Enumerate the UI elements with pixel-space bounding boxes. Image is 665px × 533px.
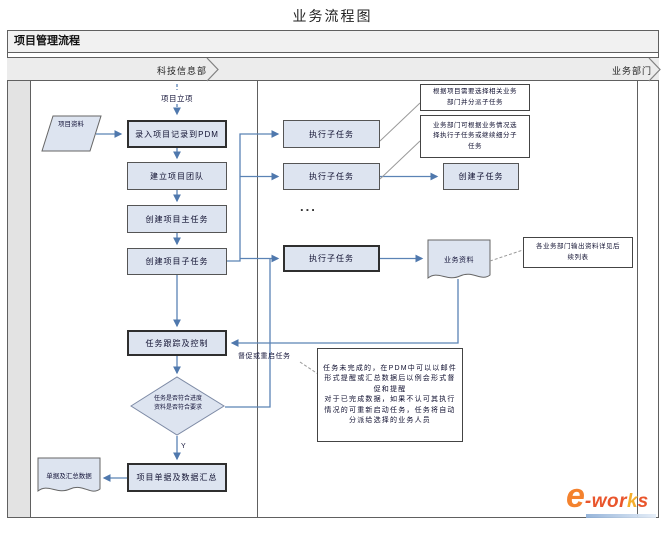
start-label: 项目立项 (161, 94, 193, 103)
lane-divider-right (637, 81, 638, 517)
node-summary[interactable]: 项目单据及数据汇总 (127, 463, 227, 492)
logo-underline-bar (586, 514, 656, 518)
business-doc-label: 业务资料 (444, 257, 474, 264)
node-create-main-task[interactable]: 创建项目主任务 (127, 205, 227, 233)
lane-label-tech-info-dept: 科技信息部 (156, 66, 207, 76)
logo-mid: -wor (584, 491, 628, 512)
logo-s: s (637, 491, 649, 512)
ellipsis-label: ... (300, 199, 317, 214)
left-lane-strip (8, 81, 31, 517)
feedback-label: 督促或重启任务 (238, 353, 291, 360)
lane-divider-left (257, 81, 258, 517)
page-title: 业务流程图 (292, 8, 373, 24)
node-create-subtask[interactable]: 创建子任务 (443, 163, 519, 190)
node-create-sub-task[interactable]: 创建项目子任务 (127, 248, 227, 275)
annotation-note3[interactable]: 各业务部门输出资料详见后续列表 (523, 237, 633, 268)
node-exec-subtask-3[interactable]: 执行子任务 (283, 245, 380, 272)
decision-line1: 任务是否符合进度 (153, 396, 202, 402)
annotation-note4[interactable]: 任务未完成的，在PDM中可以以邮件形式提醒或汇总数据后以例会形式督促和提醒 对于… (317, 348, 463, 442)
input-doc-label: 项目资料 (58, 121, 84, 128)
decision-line2: 资料是否符合要求 (153, 404, 202, 411)
output-doc-label: 单据及汇总数据 (46, 473, 92, 480)
lane-label-business-dept: 业务部门 (611, 66, 652, 76)
output-doc-shape[interactable] (37, 457, 101, 493)
process-title-band: 项目管理流程 (7, 30, 659, 53)
swimlane-header: 科技信息部 业务部门 (7, 57, 659, 81)
node-exec-subtask-2[interactable]: 执行子任务 (283, 163, 380, 190)
node-build-team[interactable]: 建立项目团队 (127, 162, 227, 190)
node-task-tracking[interactable]: 任务跟踪及控制 (127, 330, 227, 356)
decision-diamond[interactable] (130, 376, 225, 436)
decision-label: 任务是否符合进度 资料是否符合要求 (132, 395, 224, 412)
logo-k: k (627, 491, 638, 512)
annotation-note4-line2: 对于已完成数据，如果不认可其执行情况的可重新启动任务，任务将自动分派给选择的业务… (324, 396, 456, 424)
diagram-frame (7, 30, 659, 518)
input-doc-parallelogram[interactable] (41, 115, 102, 152)
node-enter-pdm[interactable]: 录入项目记录到PDM (127, 120, 227, 148)
decision-yes-label: Y (181, 443, 187, 450)
business-doc-shape[interactable] (427, 239, 491, 280)
node-exec-subtask-1[interactable]: 执行子任务 (283, 120, 380, 148)
annotation-note4-line1: 任务未完成的，在PDM中可以以邮件形式提醒或汇总数据后以例会形式督促和提醒 (323, 364, 457, 393)
annotation-note1[interactable]: 根据项目需要选择相关业务部门并分派子任务 (420, 84, 530, 111)
logo-e: e (566, 477, 585, 515)
annotation-note2[interactable]: 业务部门可根据业务情况选择执行子任务或继续细分子任务 (420, 115, 530, 158)
